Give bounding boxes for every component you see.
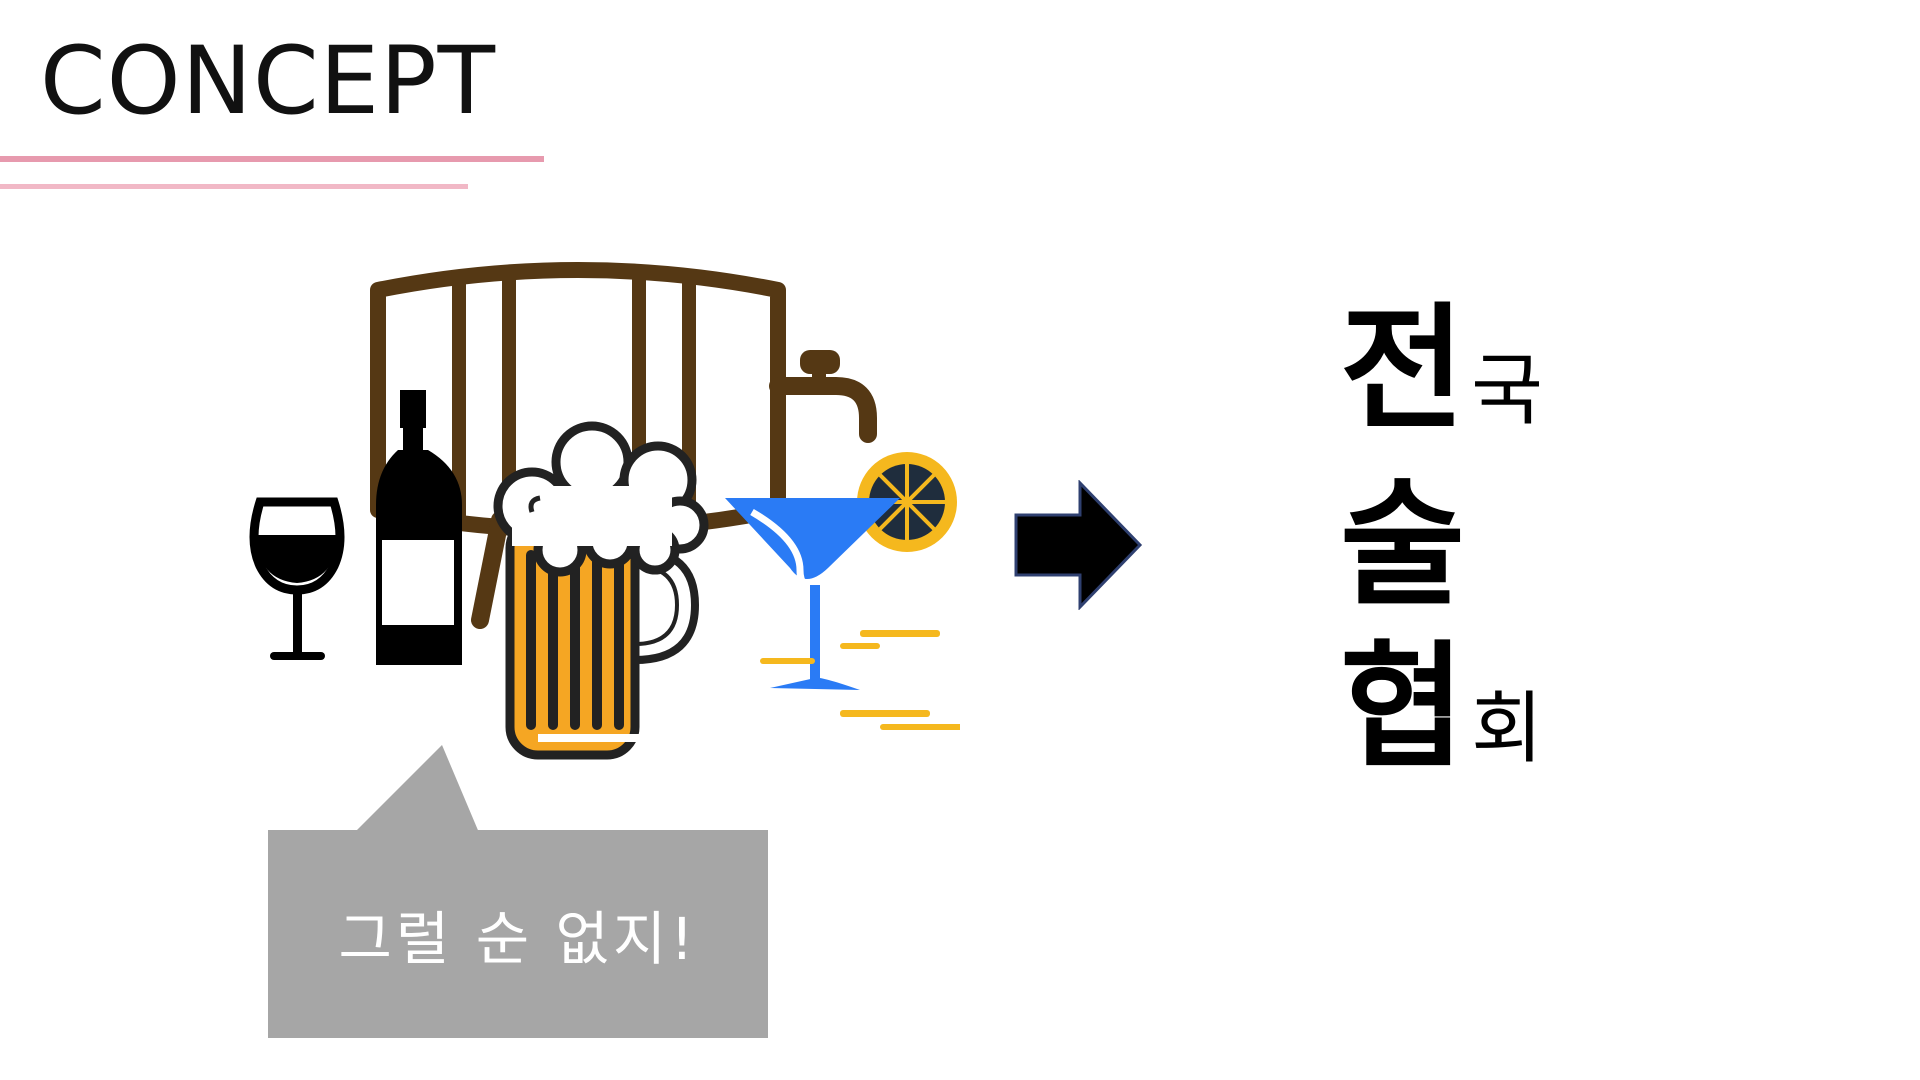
result-char-hoe: 회 — [1471, 684, 1543, 774]
right-arrow-icon — [1014, 480, 1143, 610]
wine-glass-icon — [249, 497, 345, 660]
drinks-illustration — [249, 262, 960, 760]
callout-text: 그럴 순 없지! — [338, 905, 698, 973]
cocktail-icon — [725, 452, 960, 730]
result-line-3: 협 회 — [1340, 640, 1543, 776]
callout-box: 그럴 순 없지! — [268, 830, 768, 1038]
result-char-guk: 국 — [1471, 346, 1543, 436]
result-line-2: 술 — [1340, 478, 1465, 614]
beer-mug-icon — [493, 421, 709, 760]
accent-rule-bottom — [0, 184, 468, 189]
page-title: CONCEPT — [40, 27, 497, 136]
result-char-hyeop: 협 — [1340, 629, 1466, 787]
wine-bottle-icon — [376, 390, 462, 665]
accent-rule-top — [0, 156, 544, 162]
result-line-1: 전 국 — [1340, 302, 1543, 438]
result-char-sul: 술 — [1340, 467, 1466, 625]
result-char-jeon: 전 — [1340, 291, 1466, 449]
callout-tail — [352, 745, 480, 835]
